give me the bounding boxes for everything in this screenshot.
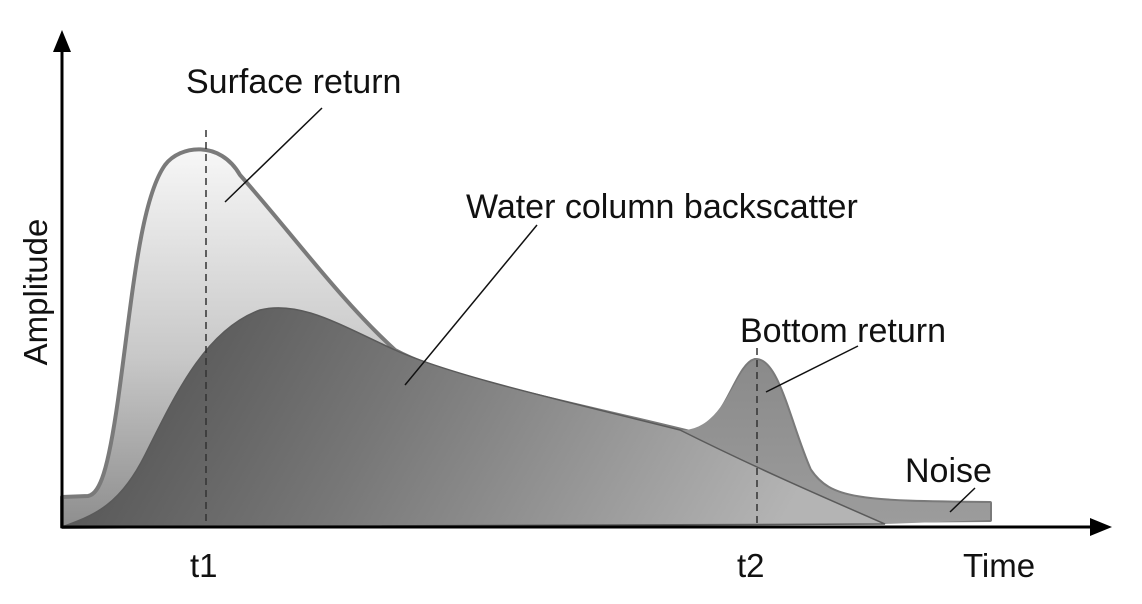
surface-return-label: Surface return <box>186 63 401 101</box>
bottom-return-leader <box>765 345 859 393</box>
y-axis-label: Amplitude <box>17 219 54 366</box>
bottom-return-label: Bottom return <box>740 312 946 350</box>
water-column-shape <box>61 306 886 528</box>
y-axis-arrow <box>53 30 71 52</box>
water-column-label: Water column backscatter <box>466 188 858 226</box>
surface-return-leader <box>224 107 323 203</box>
x-axis-arrow <box>1090 518 1112 536</box>
t1-label: t1 <box>190 547 218 584</box>
noise-leader <box>949 487 976 513</box>
t2-label: t2 <box>737 547 765 584</box>
x-axis-label: Time <box>963 547 1035 584</box>
water-column-leader <box>404 224 538 386</box>
noise-label: Noise <box>905 452 992 490</box>
